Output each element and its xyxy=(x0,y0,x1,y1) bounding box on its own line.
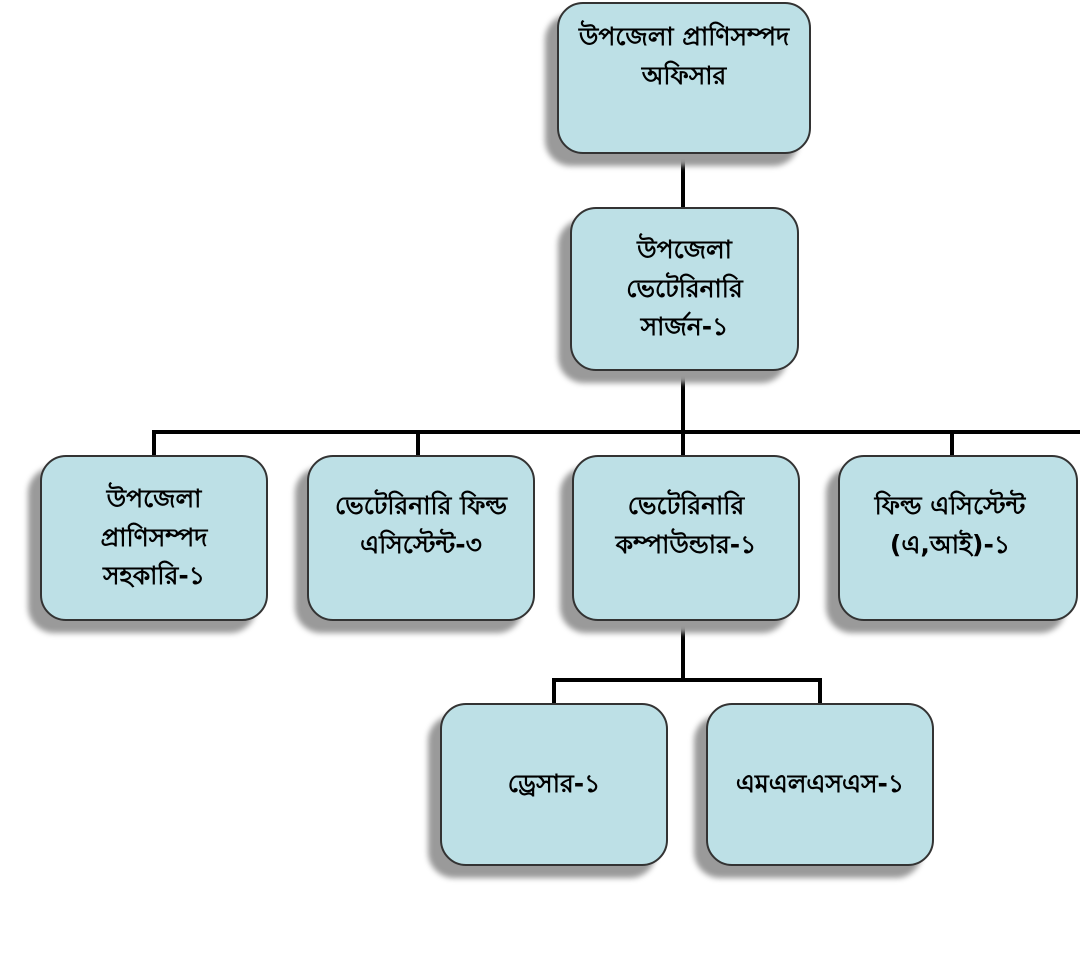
connector-line xyxy=(416,430,420,456)
node-dresser: ড্রেসার-১ xyxy=(440,703,668,866)
connector-line xyxy=(152,430,156,456)
connector-line xyxy=(681,620,685,680)
node-upazila-veterinary-surgeon: উপজেলা ভেটেরিনারি সার্জন-১ xyxy=(570,207,799,371)
node-mlss: এমএলএসএস-১ xyxy=(706,703,934,866)
node-veterinary-compounder: ভেটেরিনারি কম্পাউন্ডার-১ xyxy=(572,455,800,621)
node-livestock-assistant: উপজেলা প্রাণিসম্পদ সহকারি-১ xyxy=(40,455,268,621)
connector-line xyxy=(681,153,685,209)
connector-line xyxy=(681,430,685,456)
node-veterinary-field-assistant: ভেটেরিনারি ফিল্ড এসিস্টেন্ট-৩ xyxy=(307,455,535,621)
connector-line xyxy=(818,678,822,704)
connector-line xyxy=(681,370,685,432)
node-field-assistant-ai: ফিল্ড এসিস্টেন্ট (এ,আই)-১ xyxy=(838,455,1078,621)
node-upazila-livestock-officer: উপজেলা প্রাণিসম্পদ অফিসার xyxy=(557,2,811,154)
connector-line xyxy=(950,430,954,456)
connector-line xyxy=(552,678,822,682)
connector-line xyxy=(552,678,556,704)
connector-line xyxy=(152,430,1080,434)
